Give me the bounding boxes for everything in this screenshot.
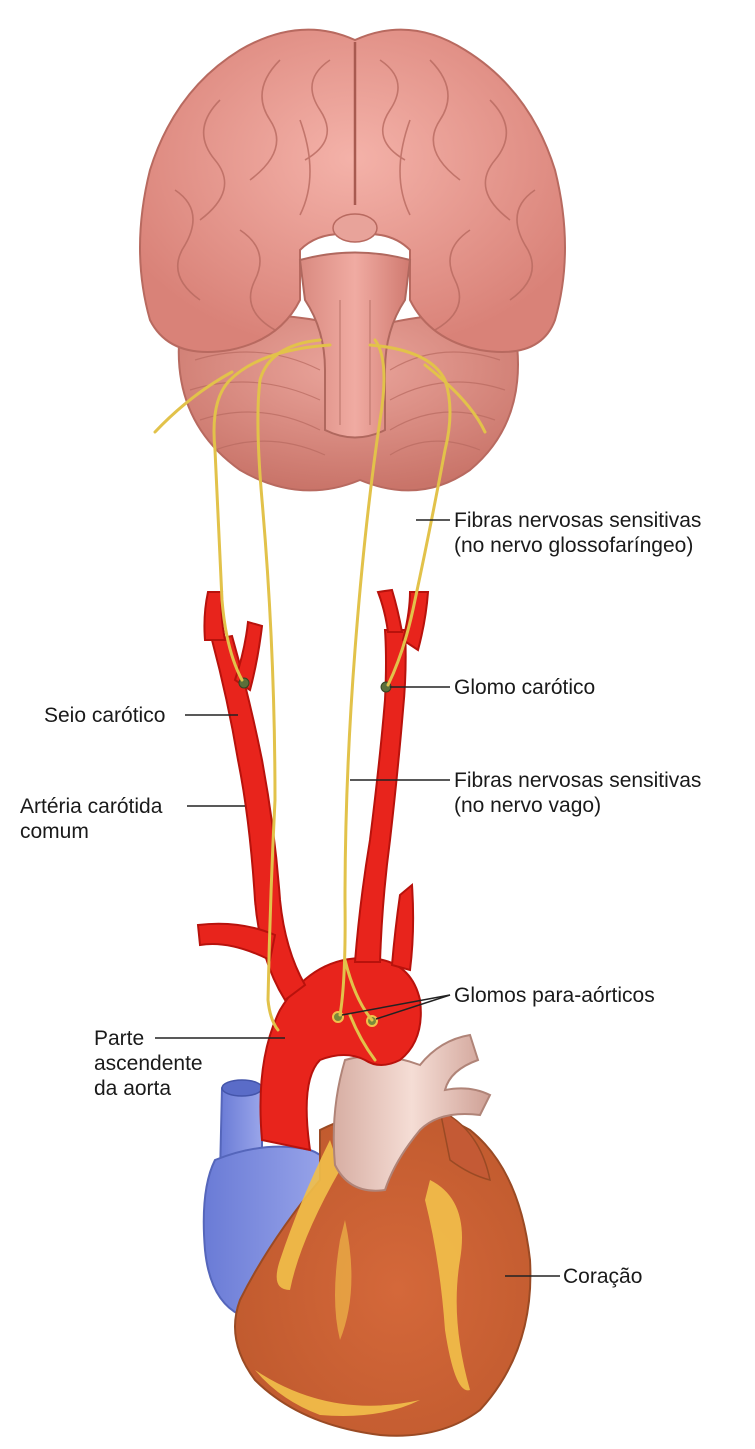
label-carotid-sinus: Seio carótico <box>44 704 166 727</box>
label-heart: Coração <box>563 1265 643 1288</box>
heart <box>202 1033 532 1437</box>
label-ascending-aorta: Parte ascendente da aorta <box>94 1027 203 1100</box>
leader-lines <box>155 519 560 1277</box>
label-aortic-bodies: Glomos para-aórticos <box>454 984 655 1007</box>
label-common-carotid: Artéria carótida comum <box>20 795 163 843</box>
brain <box>139 28 566 492</box>
label-carotid-body: Glomo carótico <box>454 676 596 699</box>
pulmonary-trunk <box>332 1033 492 1192</box>
nerves <box>153 338 487 1062</box>
label-sensory-vagus: Fibras nervosas sensitivas (no nervo vag… <box>454 769 702 817</box>
aorta <box>259 956 422 1152</box>
arteries <box>196 588 430 1152</box>
label-sensory-glossopharyngeal: Fibras nervosas sensitivas (no nervo glo… <box>454 509 702 557</box>
